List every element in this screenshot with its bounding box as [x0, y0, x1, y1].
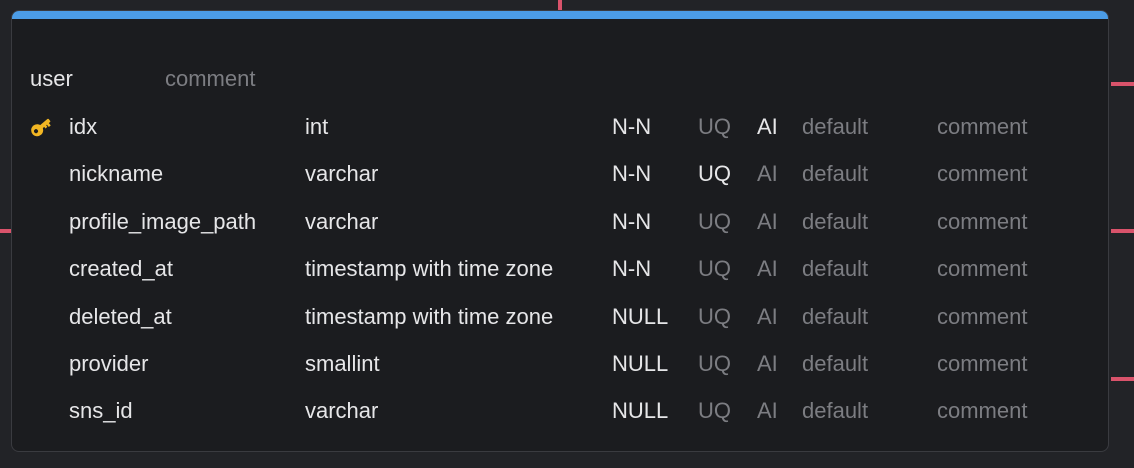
column-row[interactable]: created_at timestamp with time zone N-N UQ A…: [12, 245, 1108, 292]
column-unique-toggle[interactable]: UQ: [698, 398, 731, 424]
column-name[interactable]: created_at: [69, 256, 173, 282]
column-auto-increment-toggle[interactable]: AI: [757, 208, 778, 234]
column-default[interactable]: default: [802, 398, 869, 424]
column-type[interactable]: smallint: [305, 350, 380, 376]
table-comment[interactable]: comment: [165, 66, 256, 91]
column-nullability-toggle[interactable]: N-N: [612, 256, 652, 282]
column-unique-toggle[interactable]: UQ: [698, 303, 731, 329]
column-default[interactable]: default: [802, 114, 869, 139]
column-comment[interactable]: comment: [937, 303, 1028, 329]
key-icon: [28, 113, 54, 139]
column-comment[interactable]: comment: [937, 256, 1028, 282]
column-default[interactable]: default: [802, 161, 869, 187]
column-auto-increment-toggle[interactable]: AI: [757, 350, 778, 376]
column-nullability-toggle[interactable]: N-N: [612, 114, 652, 139]
column-row[interactable]: profile_image_path varchar N-N UQ AI default c…: [12, 198, 1108, 245]
column-row[interactable]: deleted_at timestamp with time zone NULL UQ…: [12, 293, 1108, 340]
column-default[interactable]: default: [802, 208, 869, 234]
column-name[interactable]: idx: [69, 114, 98, 139]
column-auto-increment-toggle[interactable]: AI: [757, 114, 778, 139]
column-type[interactable]: timestamp with time zone: [305, 256, 554, 282]
column-unique-toggle[interactable]: UQ: [698, 256, 731, 282]
column-comment[interactable]: comment: [937, 208, 1028, 234]
column-comment[interactable]: comment: [937, 114, 1028, 139]
column-unique-toggle[interactable]: UQ: [698, 208, 731, 234]
column-comment[interactable]: comment: [937, 161, 1028, 187]
column-comment[interactable]: comment: [937, 350, 1028, 376]
column-comment[interactable]: comment: [937, 398, 1028, 424]
column-name[interactable]: profile_image_path: [69, 208, 257, 234]
column-name[interactable]: provider: [69, 350, 149, 376]
column-auto-increment-toggle[interactable]: AI: [757, 398, 778, 424]
column-name[interactable]: nickname: [69, 161, 164, 187]
column-auto-increment-toggle[interactable]: AI: [757, 256, 778, 282]
column-unique-toggle[interactable]: UQ: [698, 114, 731, 139]
table-header-color-bar[interactable]: [12, 11, 1108, 19]
column-nullability-toggle[interactable]: N-N: [612, 161, 652, 187]
column-nullability-toggle[interactable]: N-N: [612, 208, 652, 234]
column-row[interactable]: sns_id varchar NULL UQ AI default comment: [12, 387, 1108, 434]
column-default[interactable]: default: [802, 350, 869, 376]
column-name[interactable]: deleted_at: [69, 303, 172, 329]
column-type[interactable]: varchar: [305, 208, 379, 234]
column-default[interactable]: default: [802, 303, 869, 329]
column-auto-increment-toggle[interactable]: AI: [757, 303, 778, 329]
column-default[interactable]: default: [802, 256, 869, 282]
column-row[interactable]: provider smallint NULL UQ AI default comment: [12, 340, 1108, 387]
relation-line-right-provider[interactable]: [1111, 377, 1134, 381]
column-unique-toggle[interactable]: UQ: [698, 350, 731, 376]
relation-line-right-profile[interactable]: [1111, 229, 1134, 233]
table-header: user comment: [30, 65, 255, 93]
relation-line-top[interactable]: [558, 0, 562, 12]
column-type[interactable]: varchar: [305, 161, 379, 187]
column-type[interactable]: int: [305, 114, 329, 139]
column-name[interactable]: sns_id: [69, 398, 133, 424]
column-nullability-toggle[interactable]: NULL: [612, 303, 669, 329]
relation-line-left[interactable]: [0, 229, 12, 233]
column-type[interactable]: varchar: [305, 398, 379, 424]
column-unique-toggle[interactable]: UQ: [698, 161, 731, 187]
column-row[interactable]: idx int N-N UQ AI default comment: [12, 103, 1108, 150]
table-name[interactable]: user: [30, 66, 73, 91]
column-nullability-toggle[interactable]: NULL: [612, 350, 669, 376]
column-auto-increment-toggle[interactable]: AI: [757, 161, 778, 187]
column-type[interactable]: timestamp with time zone: [305, 303, 554, 329]
column-row[interactable]: nickname varchar N-N UQ AI default comment: [12, 150, 1108, 197]
relation-line-right-idx[interactable]: [1111, 82, 1134, 86]
column-nullability-toggle[interactable]: NULL: [612, 398, 669, 424]
